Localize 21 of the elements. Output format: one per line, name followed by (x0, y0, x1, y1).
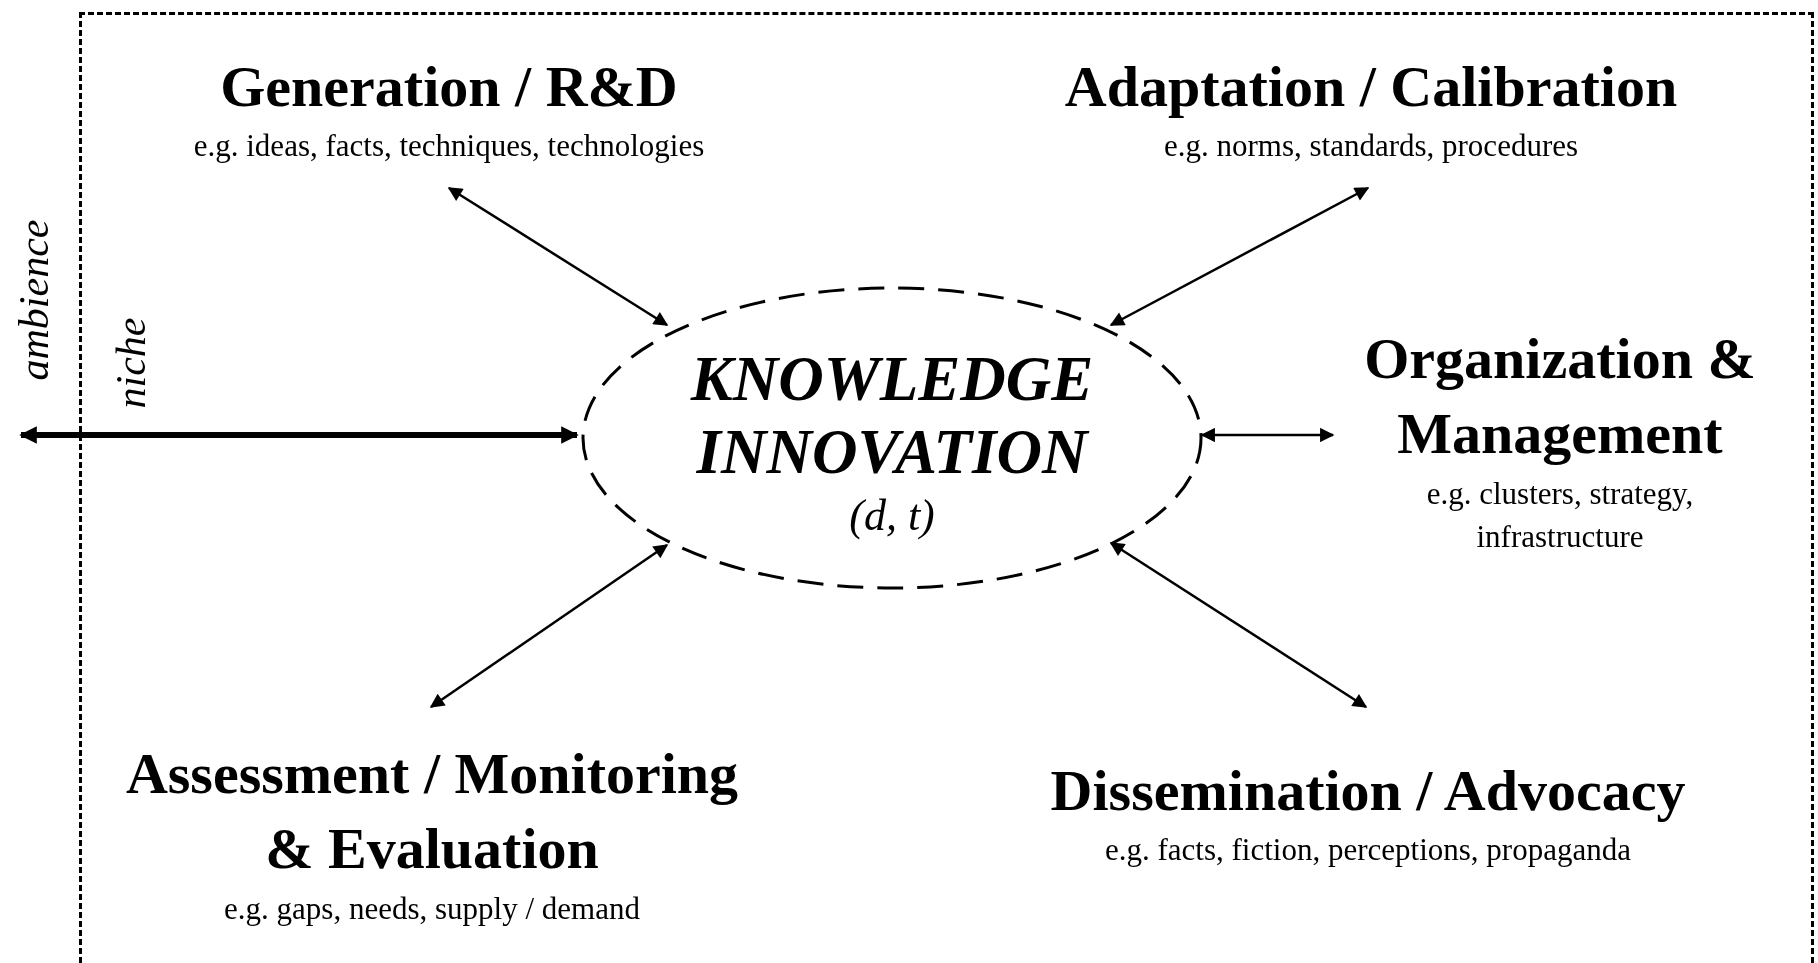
double-arrow (19, 426, 579, 444)
dashed-boundary (79, 12, 1814, 963)
double-arrow (1109, 541, 1368, 709)
node-heading: Assessment / Monitoring & Evaluation (124, 740, 740, 884)
boundary-label: niche (110, 317, 152, 409)
node-heading: Organization & Management (1363, 325, 1757, 469)
center-subtitle: (d, t) (849, 489, 935, 542)
double-arrow (1109, 186, 1370, 327)
double-arrow (1200, 427, 1335, 443)
node-heading: Generation / R&D (220, 53, 678, 121)
double-arrow (447, 186, 669, 327)
side-label: ambience (13, 219, 55, 381)
node-description: e.g. ideas, facts, techniques, technologies (193, 127, 705, 166)
node-description: e.g. gaps, needs, supply / demand (224, 889, 640, 928)
node-heading: Dissemination / Advocacy (1050, 757, 1686, 825)
node-description: e.g. facts, fiction, perceptions, propaganda (1105, 831, 1631, 870)
center-title: KNOWLEDGE INNOVATION (689, 343, 1095, 488)
node-heading: Adaptation / Calibration (1064, 53, 1678, 121)
node-description: e.g. norms, standards, procedures (1163, 127, 1579, 166)
node-description: e.g. clusters, strategy, infrastructure (1425, 474, 1695, 557)
double-arrow (429, 543, 669, 709)
